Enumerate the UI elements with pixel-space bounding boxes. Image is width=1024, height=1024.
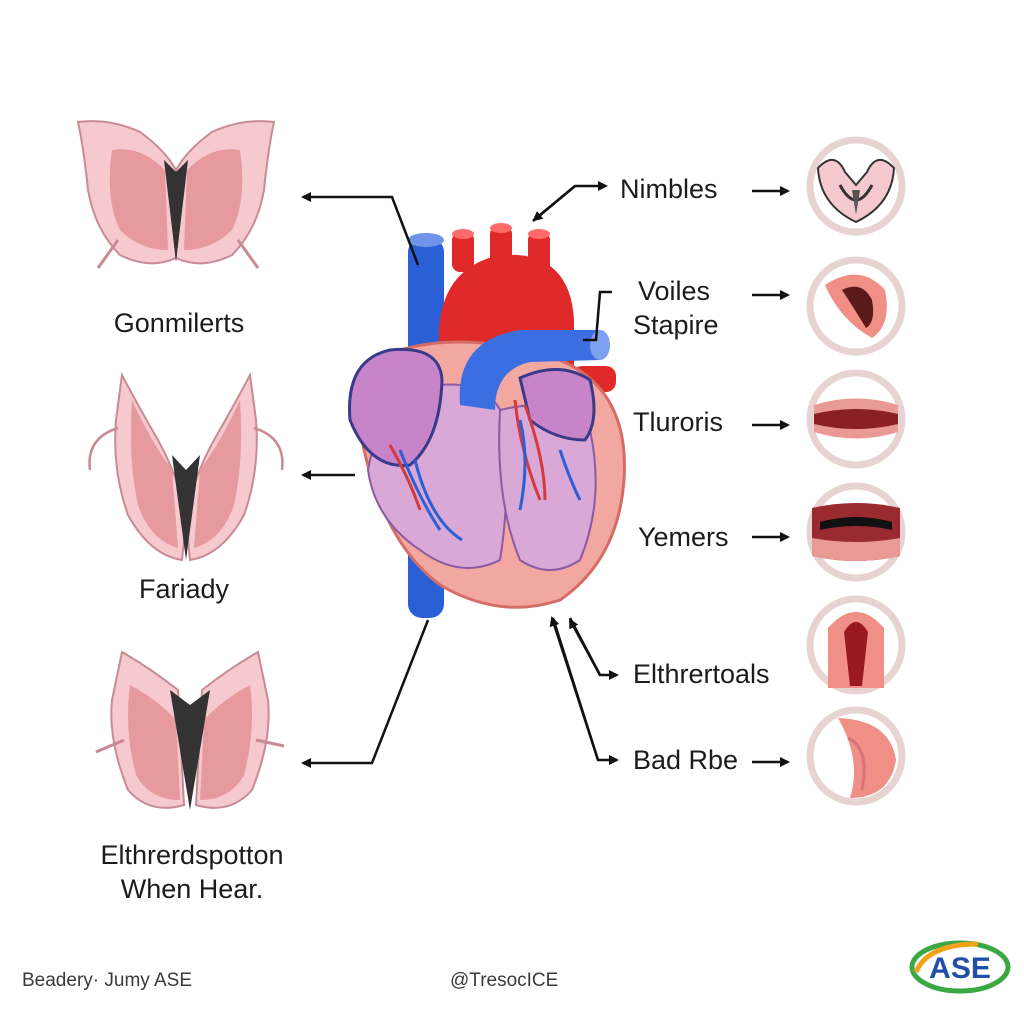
right-label-bad-rbe: Bad Rbe bbox=[633, 745, 739, 775]
arrow-elthrertoals bbox=[568, 617, 619, 680]
arrow-nimbles-back bbox=[532, 185, 576, 222]
thumb-5 bbox=[806, 595, 906, 695]
thumb-3 bbox=[806, 369, 906, 469]
right-label-elthrertoals: Elthrertoals bbox=[633, 659, 770, 689]
arrow-to-valve-3 bbox=[301, 619, 430, 768]
thumb-4 bbox=[806, 482, 906, 582]
left-label-3-line2: When Hear. bbox=[120, 874, 264, 904]
right-label-voiles: Voiles bbox=[638, 276, 711, 306]
right-label-yemers: Yemers bbox=[638, 522, 729, 552]
right-label-tluroris: Tluroris bbox=[633, 407, 724, 437]
ase-logo: ASE bbox=[909, 940, 1011, 994]
right-label-nimbles: Nimbles bbox=[620, 174, 718, 204]
footer-credit-left: Beadery· Jumy ASE bbox=[22, 970, 193, 991]
ase-logo-text: ASE bbox=[929, 952, 991, 985]
left-label-3-line1: Elthrerdspotton bbox=[100, 840, 284, 870]
thumb-6 bbox=[806, 706, 906, 806]
thumb-2 bbox=[806, 256, 906, 356]
arrow-bad-rbe-back bbox=[549, 616, 600, 761]
left-label-2: Fariady bbox=[138, 574, 230, 604]
valve-illustration-1 bbox=[76, 120, 276, 269]
left-label-1: Gonmilerts bbox=[113, 308, 245, 338]
right-label-stapire: Stapire bbox=[633, 310, 719, 340]
footer-credit-center: @TresocICE bbox=[450, 970, 559, 991]
leader-lines bbox=[301, 181, 790, 768]
arrow-to-valve-1 bbox=[301, 192, 420, 266]
valve-illustration-3 bbox=[95, 650, 285, 810]
arrow-bad-rbe bbox=[551, 617, 619, 765]
arrow-elthrertoals-back bbox=[568, 618, 602, 676]
heart-illustration bbox=[348, 223, 626, 618]
thumb-1 bbox=[806, 136, 906, 236]
bracket-voiles bbox=[583, 290, 612, 342]
valve-illustration-2 bbox=[88, 371, 284, 562]
